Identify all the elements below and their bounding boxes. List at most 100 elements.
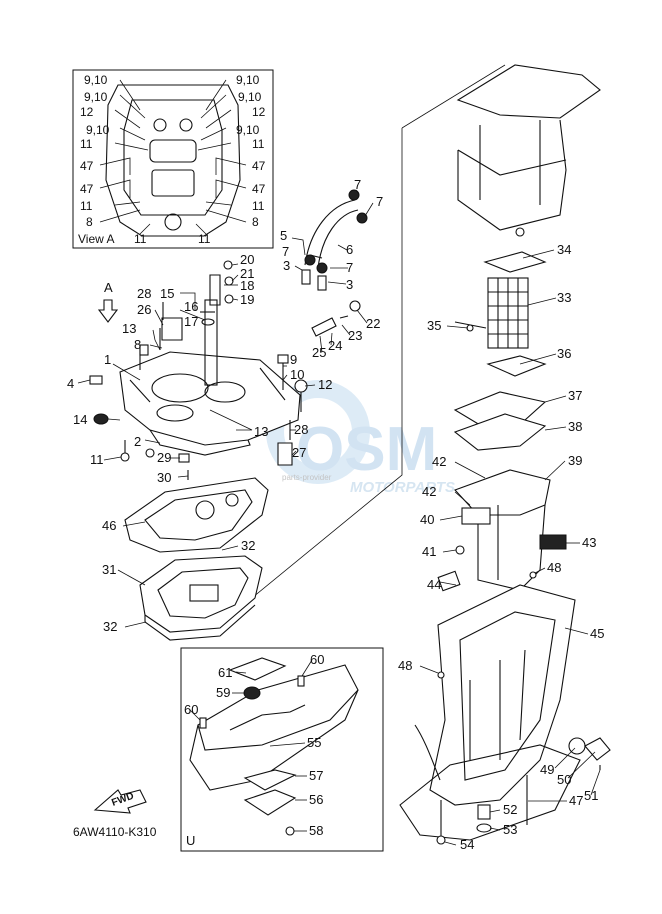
callout: 8: [134, 337, 141, 352]
view-a-label: 47: [252, 159, 266, 173]
callout: 45: [590, 626, 604, 641]
view-a-label: 12: [252, 105, 266, 119]
callout: 42: [432, 454, 446, 469]
callout: 54: [460, 837, 474, 852]
callout: 49: [540, 762, 554, 777]
callout: 3: [283, 258, 290, 273]
leader-lines: [77, 189, 601, 846]
callout: 7: [354, 177, 361, 192]
callout: 37: [568, 388, 582, 403]
callout: 28: [137, 286, 151, 301]
view-a-title: View A: [78, 232, 114, 246]
callout: 28: [294, 422, 308, 437]
view-a-label: 9,10: [236, 123, 260, 137]
lower-casing-drawing: [399, 584, 611, 845]
callout: 35: [427, 318, 441, 333]
callout: 48: [398, 658, 412, 673]
view-a-label: 11: [252, 137, 265, 151]
callout: 11: [90, 452, 104, 467]
view-a-label: 8: [252, 215, 259, 229]
callout: 32: [241, 538, 255, 553]
view-a-label: 11: [80, 199, 93, 213]
plate-31-drawing: [139, 555, 263, 641]
callout: 47: [569, 793, 583, 808]
view-a-housing-drawing: [99, 79, 247, 237]
engine-base-drawing: [456, 64, 601, 237]
callout: 14: [73, 412, 87, 427]
callout: 4: [67, 376, 74, 391]
callout: 34: [557, 242, 571, 257]
inset-u-label: U: [186, 833, 195, 848]
fwd-arrow-icon: FWD: [93, 789, 147, 814]
callout: 10: [290, 367, 304, 382]
view-a-label: 11: [134, 232, 147, 246]
view-a-label: 9,10: [84, 90, 108, 104]
callout: 46: [102, 518, 116, 533]
view-a-label: 9,10: [238, 90, 262, 104]
callout: 6: [346, 242, 353, 257]
view-a-label: 47: [80, 159, 94, 173]
reed-assembly-drawing: [453, 251, 547, 451]
callout: 29: [157, 450, 171, 465]
callout: 13: [122, 321, 136, 336]
callout: 1: [104, 352, 111, 367]
inset-u-drawing: [189, 657, 359, 836]
view-a-label: 47: [252, 182, 266, 196]
callout: 31: [102, 562, 116, 577]
view-a-label: 11: [252, 199, 265, 213]
callout: 58: [309, 823, 323, 838]
exhaust-guide-drawing: [437, 469, 567, 592]
water-tube-drawing: [301, 189, 368, 337]
callout: 43: [582, 535, 596, 550]
callout: 41: [422, 544, 436, 559]
gasket-46-drawing: [124, 477, 269, 553]
view-a-label: 9,10: [84, 73, 108, 87]
view-a-label: 9,10: [236, 73, 260, 87]
view-a-labels-left: 9,10 9,10 12 9,10 11 47 47 11 8 11: [80, 73, 147, 246]
callout: 56: [309, 792, 323, 807]
diagram-code: 6AW4110-K310: [73, 825, 157, 839]
callout: 36: [557, 346, 571, 361]
callout: 26: [137, 302, 151, 317]
group-divider: [224, 128, 403, 621]
callout: 13: [254, 424, 268, 439]
callout: 20: [240, 252, 254, 267]
callout: 38: [568, 419, 582, 434]
watermark-text: MOTORPARTS: [350, 479, 455, 496]
callout: 55: [307, 735, 321, 750]
callout: 7: [282, 244, 289, 259]
callout: 30: [157, 470, 171, 485]
callout: 18: [240, 278, 254, 293]
callout: 42: [422, 484, 436, 499]
callout: 61: [218, 665, 232, 680]
view-a-arrow-icon: [97, 299, 119, 323]
callout: 24: [328, 338, 342, 353]
callout: 59: [216, 685, 230, 700]
group-divider-top: [401, 64, 506, 129]
callout: 7: [376, 194, 383, 209]
callout: 5: [280, 228, 287, 243]
callout: 51: [584, 788, 598, 803]
callout: 53: [503, 822, 517, 837]
callout: 60: [184, 702, 198, 717]
callout: 15: [160, 286, 174, 301]
callout: 25: [312, 345, 326, 360]
callout: 27: [292, 445, 306, 460]
callout: 19: [240, 292, 254, 307]
callouts: 1 2 3 3 4 5 6 7 7 7 7 8 9 10 12 13 13 14…: [67, 177, 604, 852]
inset-u-frame: [180, 647, 384, 852]
view-a-label: 9,10: [86, 123, 110, 137]
callout: 44: [427, 577, 441, 592]
callout: 9: [290, 352, 297, 367]
watermark-subtext: parts-provider: [282, 473, 332, 482]
callout: 23: [348, 328, 362, 343]
view-a-labels-right: 9,10 9,10 12 9,10 11 47 47 11 8 11: [198, 73, 266, 246]
callout: 22: [366, 316, 380, 331]
view-arrow-label: A: [104, 280, 113, 295]
callout: 3: [346, 277, 353, 292]
watermark-logo-text: OSM: [296, 415, 437, 484]
view-a-label: 8: [86, 215, 93, 229]
callout: 7: [346, 260, 353, 275]
small-parts-left: [89, 260, 308, 480]
